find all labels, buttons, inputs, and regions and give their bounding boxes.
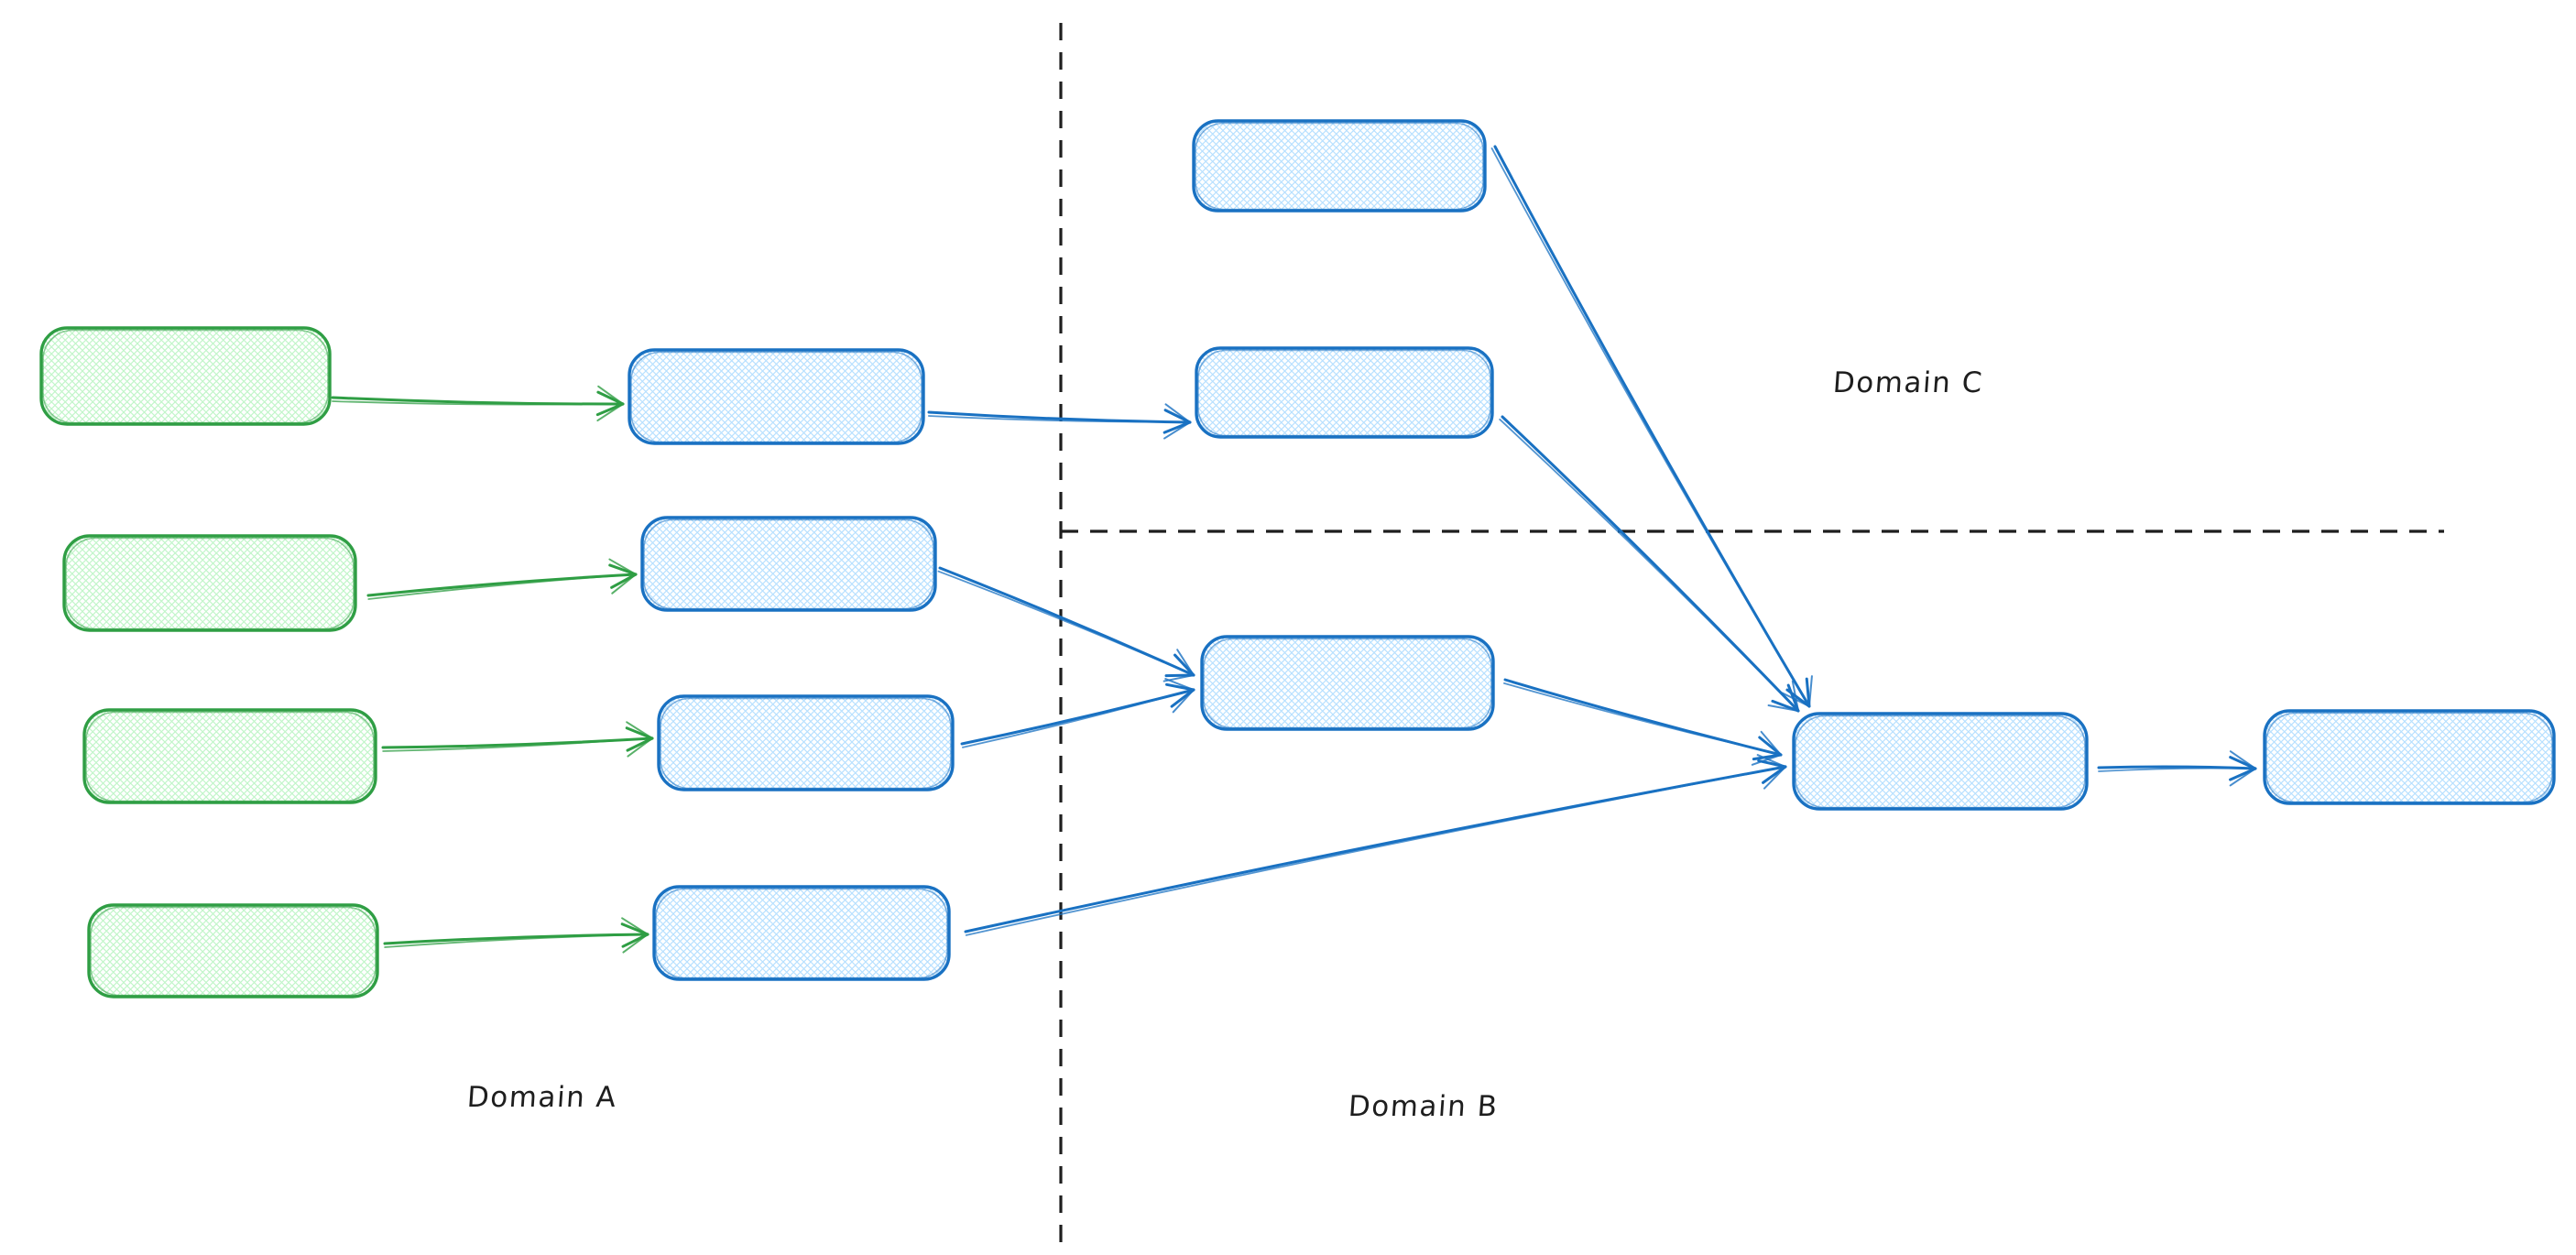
node-blue-b1 bbox=[1200, 635, 1495, 731]
arrow-g2-a2 bbox=[366, 558, 638, 600]
node-blue-c2 bbox=[1195, 346, 1494, 439]
arrow-c2-hub bbox=[1499, 415, 1800, 713]
arrow-hub-out bbox=[2097, 750, 2257, 787]
node-blue-a3 bbox=[657, 694, 955, 791]
node-green-3 bbox=[82, 708, 377, 804]
node-green-4 bbox=[87, 903, 379, 999]
node-green-1 bbox=[39, 326, 332, 426]
arrow-b1-hub bbox=[1503, 678, 1783, 766]
arrow-a3-b1 bbox=[960, 678, 1195, 748]
label-domain-c: Domain C bbox=[1831, 366, 1985, 399]
label-domain-b: Domain B bbox=[1347, 1090, 1500, 1123]
label-domain-a: Domain A bbox=[465, 1081, 618, 1114]
node-blue-hub bbox=[1792, 712, 2089, 811]
node-blue-out bbox=[2263, 709, 2556, 805]
node-blue-c1 bbox=[1192, 119, 1487, 213]
node-blue-a1 bbox=[628, 348, 925, 445]
node-blue-a2 bbox=[640, 516, 937, 612]
node-blue-a4 bbox=[652, 885, 951, 981]
arrow-c1-hub bbox=[1490, 145, 1813, 708]
arrow-a2-b1 bbox=[937, 566, 1195, 682]
node-green-2 bbox=[62, 534, 357, 632]
arrow-g4-a4 bbox=[383, 917, 649, 954]
arrow-g1-a1 bbox=[331, 385, 625, 422]
arrow-a4-hub bbox=[964, 754, 1787, 936]
arrow-g3-a3 bbox=[381, 721, 654, 758]
arrow-a1-c2 bbox=[927, 403, 1192, 440]
